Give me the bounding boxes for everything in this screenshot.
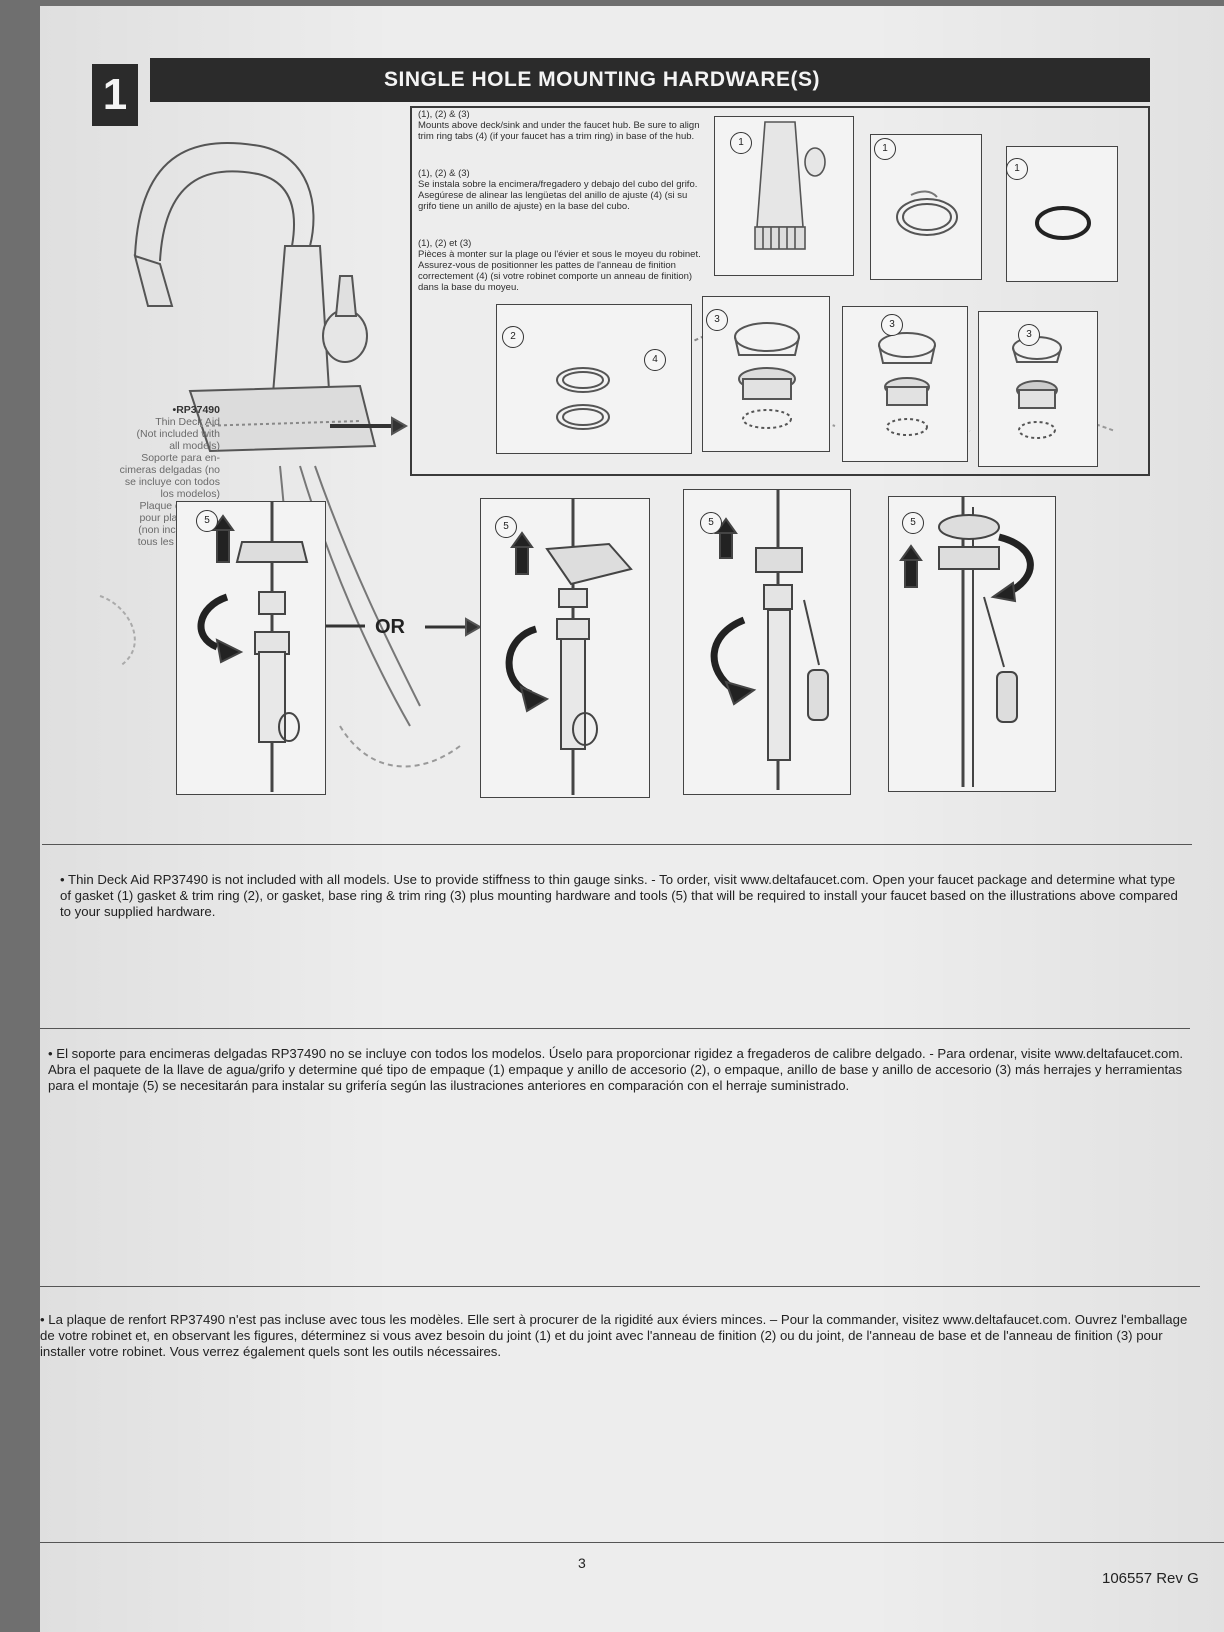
divider bbox=[40, 1028, 1190, 1029]
page-number: 3 bbox=[578, 1555, 586, 1571]
divider bbox=[40, 1286, 1200, 1287]
callout-5: 5 bbox=[495, 516, 517, 538]
note-spanish: • El soporte para encimeras delgadas RP3… bbox=[48, 1046, 1183, 1093]
note-french: • La plaque de renfort RP37490 n'est pas… bbox=[40, 1312, 1188, 1359]
callout-1: 1 bbox=[874, 138, 896, 160]
panel-hardware-c bbox=[683, 489, 851, 795]
note-english: • Thin Deck Aid RP37490 is not included … bbox=[60, 872, 1178, 919]
step-number-badge: 1 bbox=[92, 64, 138, 126]
mounting-nut-drawing-a bbox=[197, 502, 309, 792]
manual-page: 1 SINGLE HOLE MOUNTING HARDWARE(S) (1), … bbox=[40, 6, 1224, 1632]
panel-gasket-3 bbox=[1006, 146, 1118, 282]
base-ring-drawing-2 bbox=[878, 332, 936, 436]
gasket-drawing bbox=[896, 190, 958, 236]
document-revision: 106557 Rev G bbox=[1102, 1570, 1199, 1587]
or-label: OR bbox=[375, 616, 405, 638]
o-ring-drawing bbox=[1035, 206, 1091, 240]
instruction-fr: (1), (2) et (3) Pièces à monter sur la p… bbox=[418, 238, 701, 293]
callout-3: 3 bbox=[1018, 324, 1040, 346]
panel-base-ring-1 bbox=[702, 296, 830, 452]
panel-trim-ring bbox=[496, 304, 692, 454]
callout-4: 4 bbox=[644, 349, 666, 371]
divider bbox=[42, 844, 1192, 845]
callout-5: 5 bbox=[700, 512, 722, 534]
callout-5: 5 bbox=[902, 512, 924, 534]
callout-3: 3 bbox=[706, 309, 728, 331]
callout-1: 1 bbox=[730, 132, 752, 154]
faucet-hub-drawing bbox=[754, 121, 826, 250]
section-title: SINGLE HOLE MOUNTING HARDWARE(S) bbox=[150, 58, 1150, 102]
divider bbox=[40, 1542, 1224, 1543]
faucet-illustration bbox=[99, 142, 1116, 787]
panel-base-ring-2 bbox=[842, 306, 968, 462]
mounting-nut-drawing-d bbox=[899, 497, 1034, 787]
callout-1: 1 bbox=[1006, 158, 1028, 180]
callout-5: 5 bbox=[196, 510, 218, 532]
base-ring-drawing-3 bbox=[1012, 336, 1062, 439]
panel-hardware-d bbox=[888, 496, 1056, 792]
mounting-diagram-frame bbox=[410, 106, 1150, 476]
callout-3: 3 bbox=[881, 314, 903, 336]
mounting-nut-drawing-b bbox=[505, 499, 633, 795]
mounting-nut-drawing-c bbox=[710, 490, 829, 790]
panel-hardware-a bbox=[176, 501, 326, 795]
trim-ring-drawing bbox=[556, 367, 610, 430]
callout-2: 2 bbox=[502, 326, 524, 348]
base-ring-drawing bbox=[734, 322, 800, 429]
instruction-en: (1), (2) & (3) Mounts above deck/sink an… bbox=[418, 109, 700, 142]
instruction-es: (1), (2) & (3) Se instala sobre la encim… bbox=[418, 168, 698, 212]
panel-hardware-b bbox=[480, 498, 650, 798]
